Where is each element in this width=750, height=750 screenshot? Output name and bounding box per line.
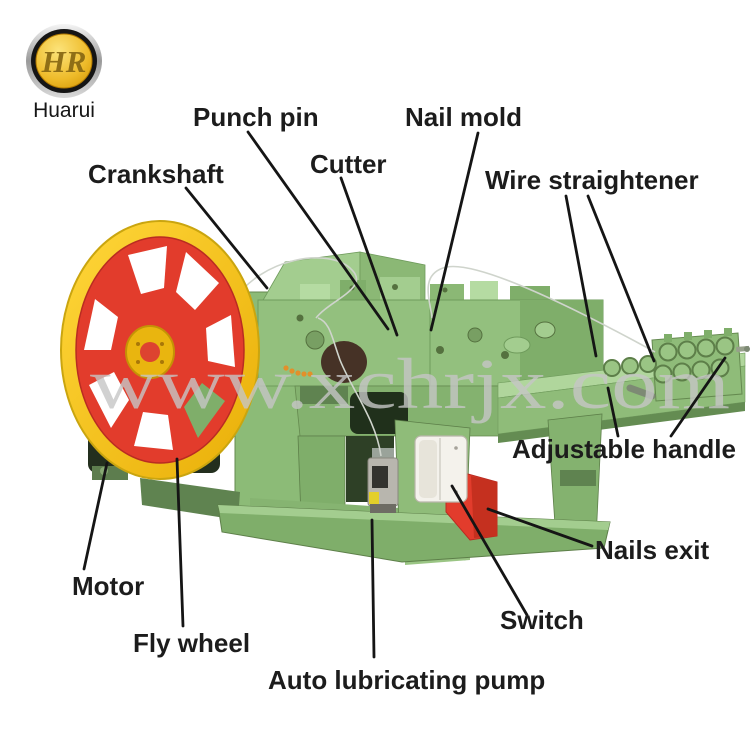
leader-adjustable-handle-2 bbox=[669, 356, 727, 438]
leader-nail-mold bbox=[429, 131, 480, 332]
leader-lines bbox=[82, 130, 727, 659]
logo-gold-core bbox=[35, 33, 93, 89]
label-auto-lubricating-pump: Auto lubricating pump bbox=[268, 665, 545, 695]
flywheel-slots bbox=[84, 246, 235, 450]
part-labels: Punch pin Cutter Nail mold Crankshaft Wi… bbox=[72, 102, 736, 695]
label-adjustable-handle: Adjustable handle bbox=[512, 434, 736, 464]
leader-adjustable-handle-1 bbox=[606, 386, 620, 438]
leader-auto-pump bbox=[370, 518, 376, 659]
flywheel-hub bbox=[125, 325, 175, 379]
wire-straightener-unit bbox=[603, 328, 750, 402]
oil-nozzles bbox=[283, 365, 313, 377]
leader-punch-pin bbox=[246, 130, 390, 331]
label-punch-pin: Punch pin bbox=[193, 102, 319, 132]
leader-cutter bbox=[339, 176, 399, 337]
label-nails-exit: Nails exit bbox=[595, 535, 710, 565]
label-switch: Switch bbox=[500, 605, 584, 635]
leader-nails-exit bbox=[486, 507, 594, 548]
label-cutter: Cutter bbox=[310, 149, 387, 179]
leader-fly-wheel bbox=[175, 457, 185, 628]
machine-base bbox=[140, 478, 611, 563]
leader-crankshaft bbox=[184, 186, 269, 290]
label-wire-straightener: Wire straightener bbox=[485, 165, 699, 195]
leader-motor bbox=[82, 461, 109, 571]
leader-switch bbox=[450, 484, 529, 617]
label-motor: Motor bbox=[72, 571, 144, 601]
brand-logo: HR Huarui bbox=[26, 24, 102, 122]
watermark: www.xchrjx.com bbox=[90, 344, 730, 424]
label-crankshaft: Crankshaft bbox=[88, 159, 224, 189]
flywheel bbox=[60, 220, 260, 480]
leader-wire-straightener-2 bbox=[586, 194, 656, 363]
straightener-rollers bbox=[603, 336, 735, 384]
leader-wire-straightener-1 bbox=[564, 194, 598, 358]
label-fly-wheel: Fly wheel bbox=[133, 628, 250, 658]
die-opening bbox=[321, 341, 367, 383]
nail-making-machine bbox=[60, 220, 750, 565]
label-nail-mold: Nail mold bbox=[405, 102, 522, 132]
switch-box bbox=[414, 435, 468, 503]
logo-brand-name: Huarui bbox=[33, 99, 95, 122]
logo-monogram: HR bbox=[41, 44, 87, 79]
adjustable-handle-pin bbox=[736, 345, 750, 352]
lubricating-pump bbox=[367, 448, 399, 513]
machine-head-top bbox=[261, 251, 550, 303]
arm-side-handle bbox=[626, 384, 656, 400]
